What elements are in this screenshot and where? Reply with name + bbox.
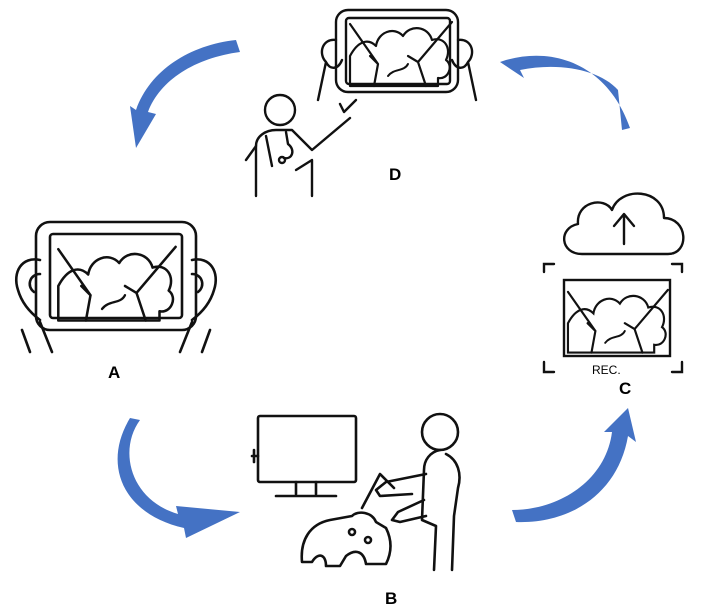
label-a: A — [108, 363, 120, 382]
surgical-robot-console-icon — [252, 414, 460, 570]
label-b: B — [385, 589, 397, 608]
cycle-arrow-icon — [500, 56, 630, 130]
surgeon-presenting-icon — [246, 10, 476, 196]
recording-label: REC. — [592, 363, 621, 377]
cycle-arrow-icon — [118, 418, 240, 538]
recording-frame-icon — [544, 264, 682, 372]
label-c: C — [619, 379, 631, 398]
tablet-held-icon — [16, 222, 215, 352]
cycle-arrow-icon — [130, 40, 240, 148]
cycle-arrow-icon — [512, 408, 636, 522]
label-d: D — [389, 165, 401, 184]
cloud-upload-icon — [564, 194, 683, 254]
